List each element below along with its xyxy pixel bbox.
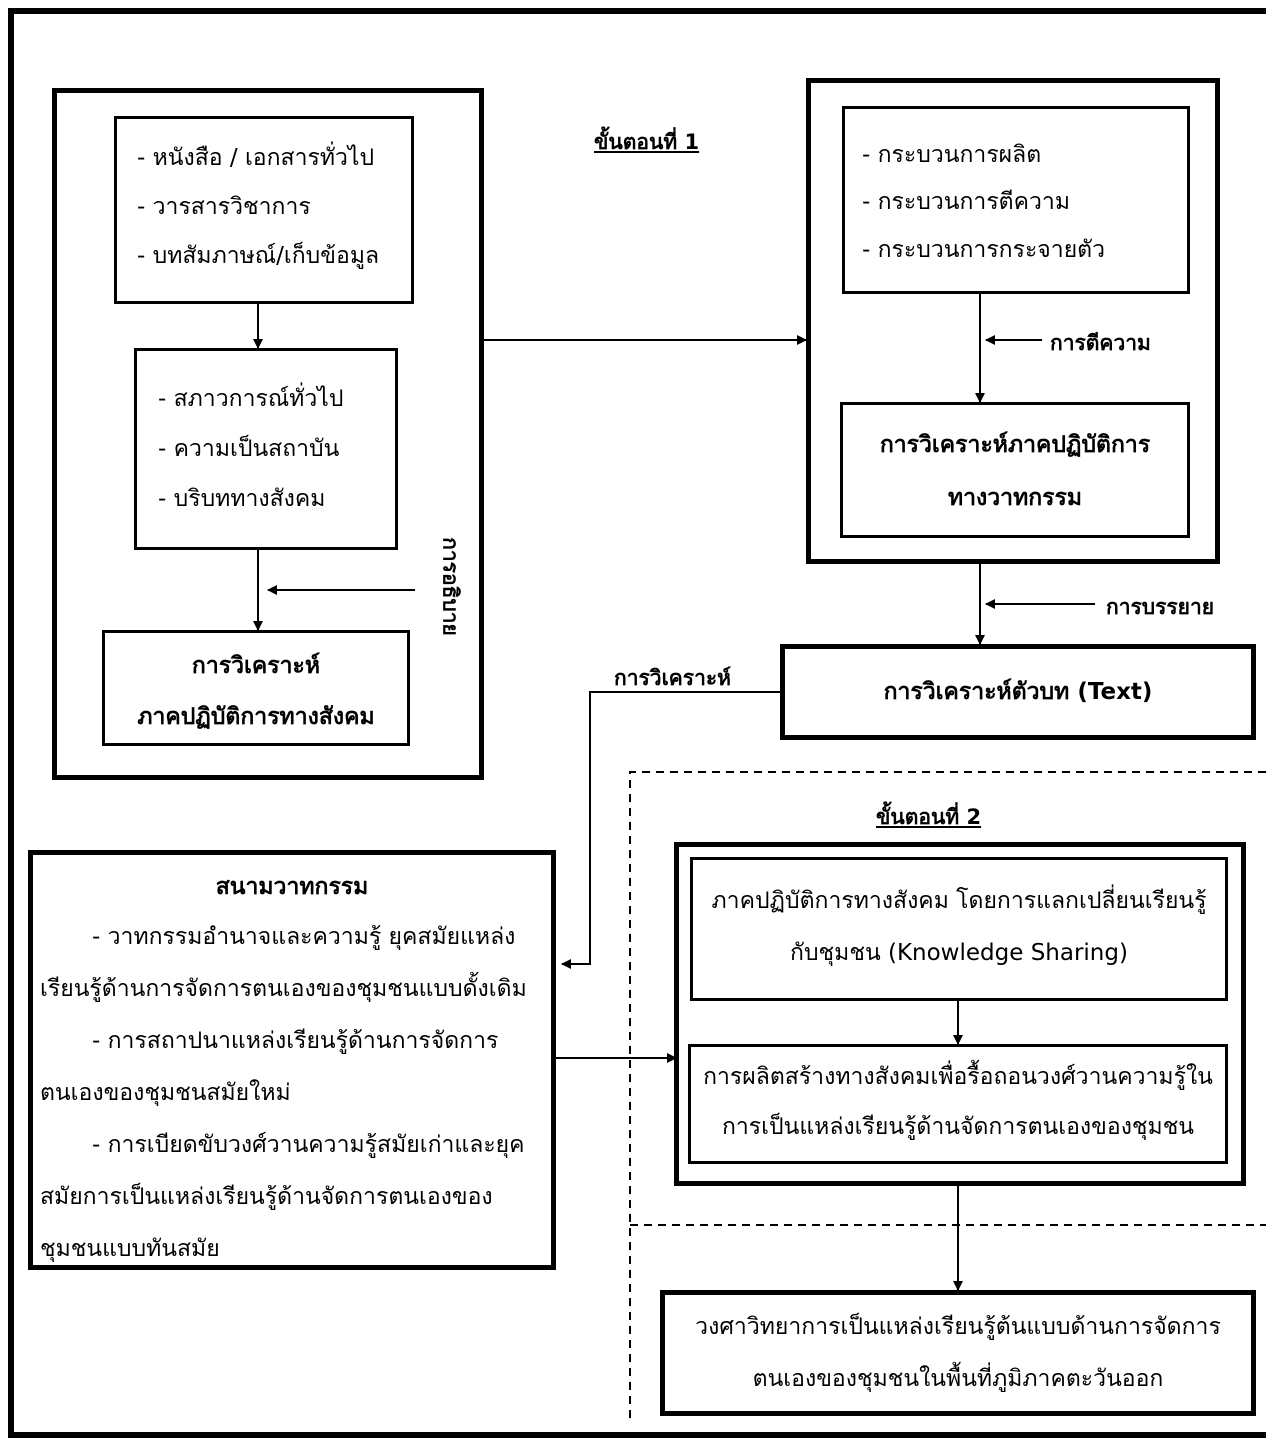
processes-item: - กระบวนการตีความ xyxy=(862,189,1070,215)
processes-item: - กระบวนการกระจายตัว xyxy=(862,237,1106,263)
discursive-practice-line: การวิเคราะห์ภาคปฏิบัติการ xyxy=(879,432,1151,458)
context-item: - ความเป็นสถาบัน xyxy=(158,436,340,462)
discourse-field-line: เรียนรู้ด้านการจัดการตนเองของชุมชนแบบดั้… xyxy=(40,976,527,1002)
discourse-field-line: สมัยการเป็นแหล่งเรียนรู้ด้านจัดการตนเองข… xyxy=(40,1184,493,1210)
analysis-label: การวิเคราะห์ xyxy=(614,666,731,690)
discourse-field-line: - วาทกรรมอำนาจและความรู้ ยุคสมัยแหล่ง xyxy=(92,924,516,950)
social-practice-line: ภาคปฏิบัติการทางสังคม xyxy=(137,704,375,730)
text-analysis-box xyxy=(780,644,1256,740)
stage2-dashed-region xyxy=(629,771,1266,1422)
genealogy-line: วงศาวิทยาการเป็นแหล่งเรียนรู้ต้นแบบด้านก… xyxy=(695,1314,1221,1340)
processes-box xyxy=(842,106,1190,294)
interpretation-label: การตีความ xyxy=(1050,331,1151,355)
discourse-field-line: - การสถาปนาแหล่งเรียนรู้ด้านการจัดการ xyxy=(92,1028,499,1054)
sources-item: - หนังสือ / เอกสารทั่วไป xyxy=(137,145,375,171)
genealogy-box xyxy=(660,1290,1256,1416)
sources-item: - วารสารวิชาการ xyxy=(137,194,311,220)
text-analysis-label: การวิเคราะห์ตัวบท (Text) xyxy=(883,679,1153,705)
stage1-label: ขั้นตอนที่ 1 xyxy=(594,130,700,154)
explanation-label: การอธิบาย xyxy=(438,537,463,636)
knowledge-sharing-line: กับชุมชน (Knowledge Sharing) xyxy=(790,940,1128,966)
genealogy-line: ตนเองของชุมชนในพื้นที่ภูมิภาคตะวันออก xyxy=(752,1366,1164,1392)
context-box xyxy=(134,348,398,550)
knowledge-sharing-line: ภาคปฏิบัติการทางสังคม โดยการแลกเปลี่ยนเร… xyxy=(711,888,1207,914)
stage2-outer-box xyxy=(674,842,1246,1186)
discourse-field-line: ชุมชนแบบทันสมัย xyxy=(40,1236,220,1262)
discourse-field-box xyxy=(28,850,556,1270)
context-item: - บริบททางสังคม xyxy=(158,486,326,512)
social-construction-line: การผลิตสร้างทางสังคมเพื่อรื้อถอนวงศ์วานค… xyxy=(703,1064,1213,1090)
sources-item: - บทสัมภาษณ์/เก็บข้อมูล xyxy=(137,243,380,269)
discourse-field-line: - การเบียดขับวงศ์วานความรู้สมัยเก่าและยุ… xyxy=(92,1132,525,1158)
discursive-framework-outer-box xyxy=(806,78,1220,564)
discourse-field-line: ตนเองของชุมชนสมัยใหม่ xyxy=(40,1080,291,1106)
description-label: การบรรยาย xyxy=(1106,595,1215,619)
social-practice-line: การวิเคราะห์ xyxy=(191,653,321,679)
processes-item: - กระบวนการผลิต xyxy=(862,142,1042,168)
social-construction-line: การเป็นแหล่งเรียนรู้ด้านจัดการตนเองของชุ… xyxy=(721,1114,1195,1140)
arrow-text-to-discourse xyxy=(561,691,780,969)
social-construction-box xyxy=(688,1044,1228,1164)
knowledge-sharing-box xyxy=(690,857,1228,1001)
context-item: - สภาวการณ์ทั่วไป xyxy=(158,386,344,412)
stage2-label: ขั้นตอนที่ 2 xyxy=(876,805,982,829)
discourse-field-title: สนามวาทกรรม xyxy=(215,874,369,900)
social-framework-outer-box xyxy=(52,88,484,780)
sources-box xyxy=(114,116,414,304)
discursive-practice-line: ทางวาทกรรม xyxy=(947,485,1083,511)
discursive-practice-box xyxy=(840,402,1190,538)
social-practice-analysis-box xyxy=(102,630,410,746)
